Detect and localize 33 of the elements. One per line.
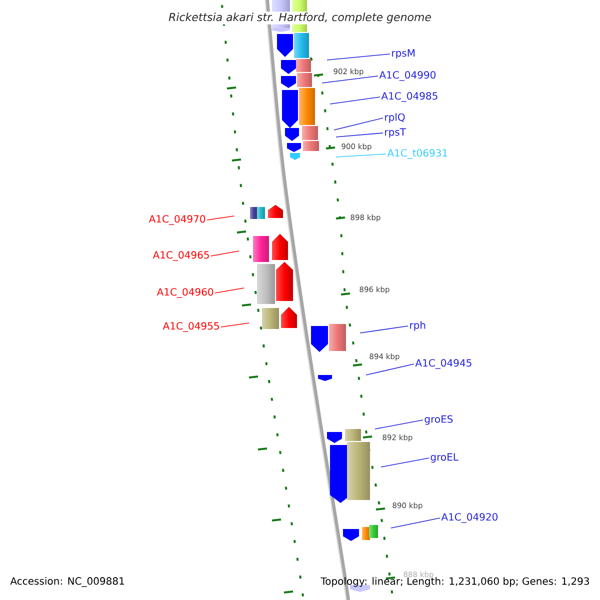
leader-line bbox=[334, 118, 384, 130]
leader-line bbox=[214, 288, 244, 294]
title: Rickettsia akari str. Hartford, complete genome bbox=[168, 12, 432, 24]
gene-label: A1C_04990 bbox=[379, 71, 436, 81]
leader-line bbox=[206, 216, 234, 220]
leader-line bbox=[322, 76, 378, 84]
gene-label: A1C_t06931 bbox=[387, 149, 448, 159]
gene-label: A1C_04945 bbox=[415, 359, 472, 369]
gene-label: rpsT bbox=[385, 128, 406, 138]
gene-label: A1C_04955 bbox=[162, 322, 219, 332]
accession-text: Accession: NC_009881 bbox=[10, 577, 124, 587]
leader-line bbox=[330, 96, 380, 104]
leader-line bbox=[380, 458, 430, 468]
leader-line bbox=[336, 132, 384, 138]
gene-label: A1C_04965 bbox=[152, 251, 209, 261]
gene-label: rph bbox=[410, 321, 426, 331]
gene-label: A1C_04985 bbox=[381, 92, 438, 102]
leader-line bbox=[220, 322, 250, 328]
leader-line bbox=[390, 518, 440, 528]
gene-label: A1C_04960 bbox=[156, 288, 214, 298]
genome-info-text: Topology: linear; Length: 1,231,060 bp; Genes: 1,293 bbox=[320, 577, 589, 587]
gene-label: rplQ bbox=[385, 113, 405, 123]
gene-label: groES bbox=[424, 415, 453, 425]
gene-label: rpsM bbox=[392, 49, 415, 59]
leader-line bbox=[360, 326, 408, 334]
leader-line bbox=[374, 420, 424, 430]
gene-label: A1C_04970 bbox=[148, 215, 206, 225]
leader-line bbox=[210, 250, 240, 256]
leader-line bbox=[336, 154, 386, 158]
leader-line bbox=[326, 54, 390, 60]
leader-line bbox=[366, 364, 414, 376]
gene-label: groEL bbox=[430, 453, 458, 463]
gene-label: A1C_04920 bbox=[441, 513, 498, 523]
